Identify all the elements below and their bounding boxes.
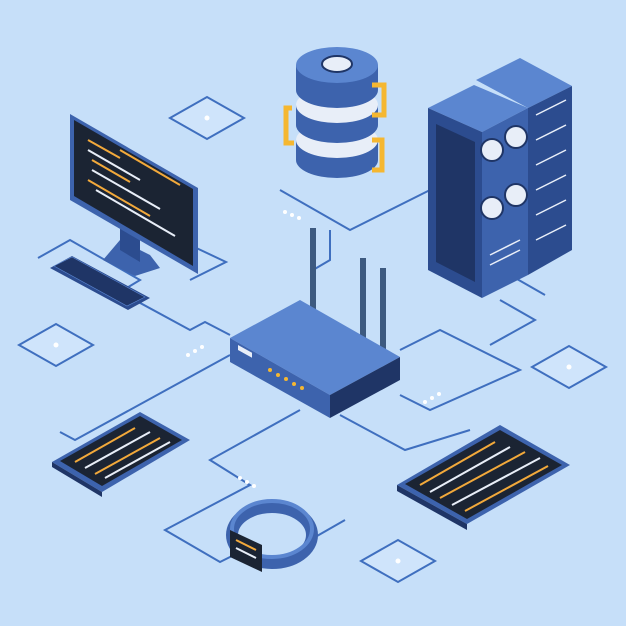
monitor-code <box>87 139 181 237</box>
connection-lines <box>37 189 546 564</box>
tablet-icon <box>397 425 570 530</box>
node-dots <box>53 115 572 564</box>
router-icon <box>230 228 400 418</box>
network-nodes <box>16 95 609 584</box>
server-rack-icon <box>428 58 572 298</box>
tablet-icon <box>52 412 190 497</box>
router-leds <box>268 368 304 390</box>
desktop-monitor-icon <box>70 114 198 276</box>
keyboard-icon <box>50 256 150 310</box>
database-disk <box>296 47 378 108</box>
antenna <box>360 258 366 343</box>
database-icon <box>283 47 387 178</box>
smartwatch-icon <box>226 499 318 572</box>
tape-reels <box>480 125 528 220</box>
antenna <box>310 228 316 313</box>
antenna <box>380 268 386 353</box>
rack-slots <box>489 99 567 266</box>
